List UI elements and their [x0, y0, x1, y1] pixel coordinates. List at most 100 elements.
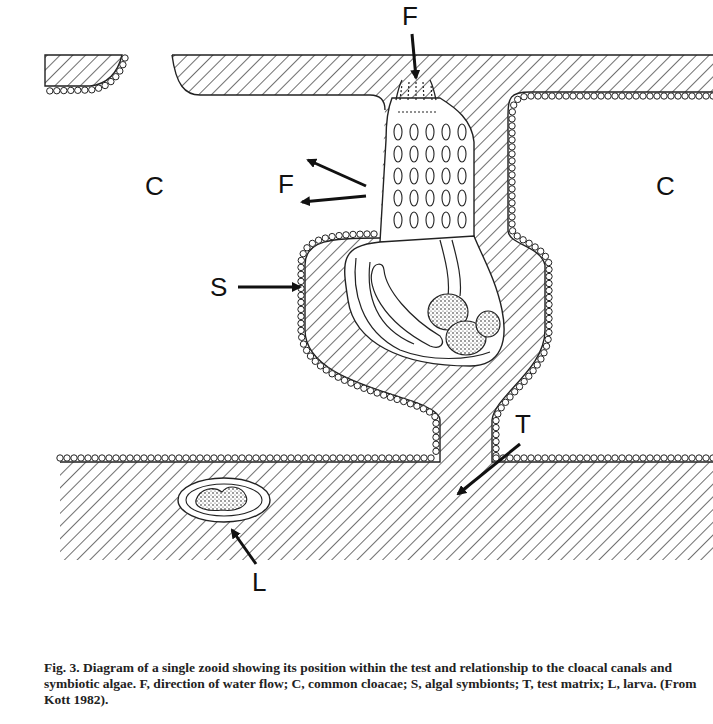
alga — [106, 455, 112, 461]
alga — [542, 93, 548, 99]
alga — [426, 409, 432, 415]
alga — [535, 93, 541, 99]
alga — [303, 347, 309, 353]
alga — [509, 186, 515, 192]
alga — [393, 455, 399, 461]
alga — [218, 455, 224, 461]
alga — [509, 158, 515, 164]
alga — [95, 85, 101, 91]
stigma — [426, 168, 434, 184]
alga — [546, 329, 552, 335]
larva — [186, 484, 262, 516]
alga — [696, 93, 702, 99]
alga — [85, 455, 91, 461]
alga — [365, 455, 371, 461]
alga — [530, 368, 536, 374]
stigma — [394, 124, 402, 140]
alga — [99, 455, 105, 461]
alga — [371, 231, 377, 237]
alga — [176, 455, 182, 461]
stigma — [410, 168, 418, 184]
alga — [298, 264, 304, 270]
alga — [61, 87, 67, 93]
alga — [312, 358, 318, 364]
leader-arrow — [238, 286, 300, 289]
alga — [386, 455, 392, 461]
alga — [274, 455, 280, 461]
zooid-thorax — [380, 98, 474, 244]
alga — [246, 455, 252, 461]
stigma — [426, 212, 434, 228]
alga — [546, 301, 552, 307]
alga — [689, 93, 695, 99]
alga — [155, 455, 161, 461]
alga — [543, 343, 549, 349]
alga — [509, 179, 515, 185]
alga — [626, 93, 632, 99]
alga — [323, 367, 329, 373]
alga — [190, 455, 196, 461]
alga — [703, 93, 709, 99]
alga — [432, 413, 438, 419]
alga — [315, 237, 321, 243]
stigma — [410, 190, 418, 206]
alga — [493, 431, 499, 437]
alga — [211, 455, 217, 461]
alga — [323, 455, 329, 461]
alga — [433, 441, 439, 447]
alga — [134, 455, 140, 461]
alga — [532, 244, 538, 250]
alga — [591, 455, 597, 461]
alga — [633, 455, 639, 461]
alga — [675, 455, 681, 461]
stigma — [458, 212, 466, 228]
alga — [528, 455, 534, 461]
alga — [316, 455, 322, 461]
flow-label: F — [276, 170, 296, 198]
alga — [433, 448, 439, 454]
alga — [493, 424, 499, 430]
alga — [421, 455, 427, 461]
test-matrix — [60, 55, 713, 560]
alga — [538, 356, 544, 362]
alga — [534, 362, 540, 368]
alga — [696, 455, 702, 461]
alga — [120, 455, 126, 461]
alga — [521, 378, 527, 384]
alga — [288, 455, 294, 461]
alga — [78, 455, 84, 461]
alga — [330, 455, 336, 461]
alga — [300, 341, 306, 347]
alga — [281, 455, 287, 461]
stigma — [458, 190, 466, 206]
alga — [626, 455, 632, 461]
alga — [225, 455, 231, 461]
oral-siphon — [398, 82, 436, 112]
alga — [493, 438, 499, 444]
flow-label: F — [400, 2, 420, 30]
alga — [584, 93, 590, 99]
alga — [309, 240, 315, 246]
test-matrix — [45, 55, 122, 86]
figure-caption: Fig. 3. Diagram of a single zooid showin… — [44, 660, 708, 708]
alga — [542, 455, 548, 461]
alga — [298, 271, 304, 277]
stigma — [458, 124, 466, 140]
alga — [68, 87, 74, 93]
alga — [120, 61, 126, 67]
alga — [379, 455, 385, 461]
alga — [514, 455, 520, 461]
oesophagus — [440, 240, 461, 296]
alga — [197, 455, 203, 461]
alga — [420, 406, 426, 412]
alga — [509, 200, 515, 206]
alga — [113, 74, 119, 80]
alga — [493, 445, 499, 451]
alga — [253, 455, 259, 461]
alga — [515, 96, 521, 102]
alga — [357, 231, 363, 237]
alga — [509, 116, 515, 122]
alga — [546, 315, 552, 321]
alga — [640, 93, 646, 99]
